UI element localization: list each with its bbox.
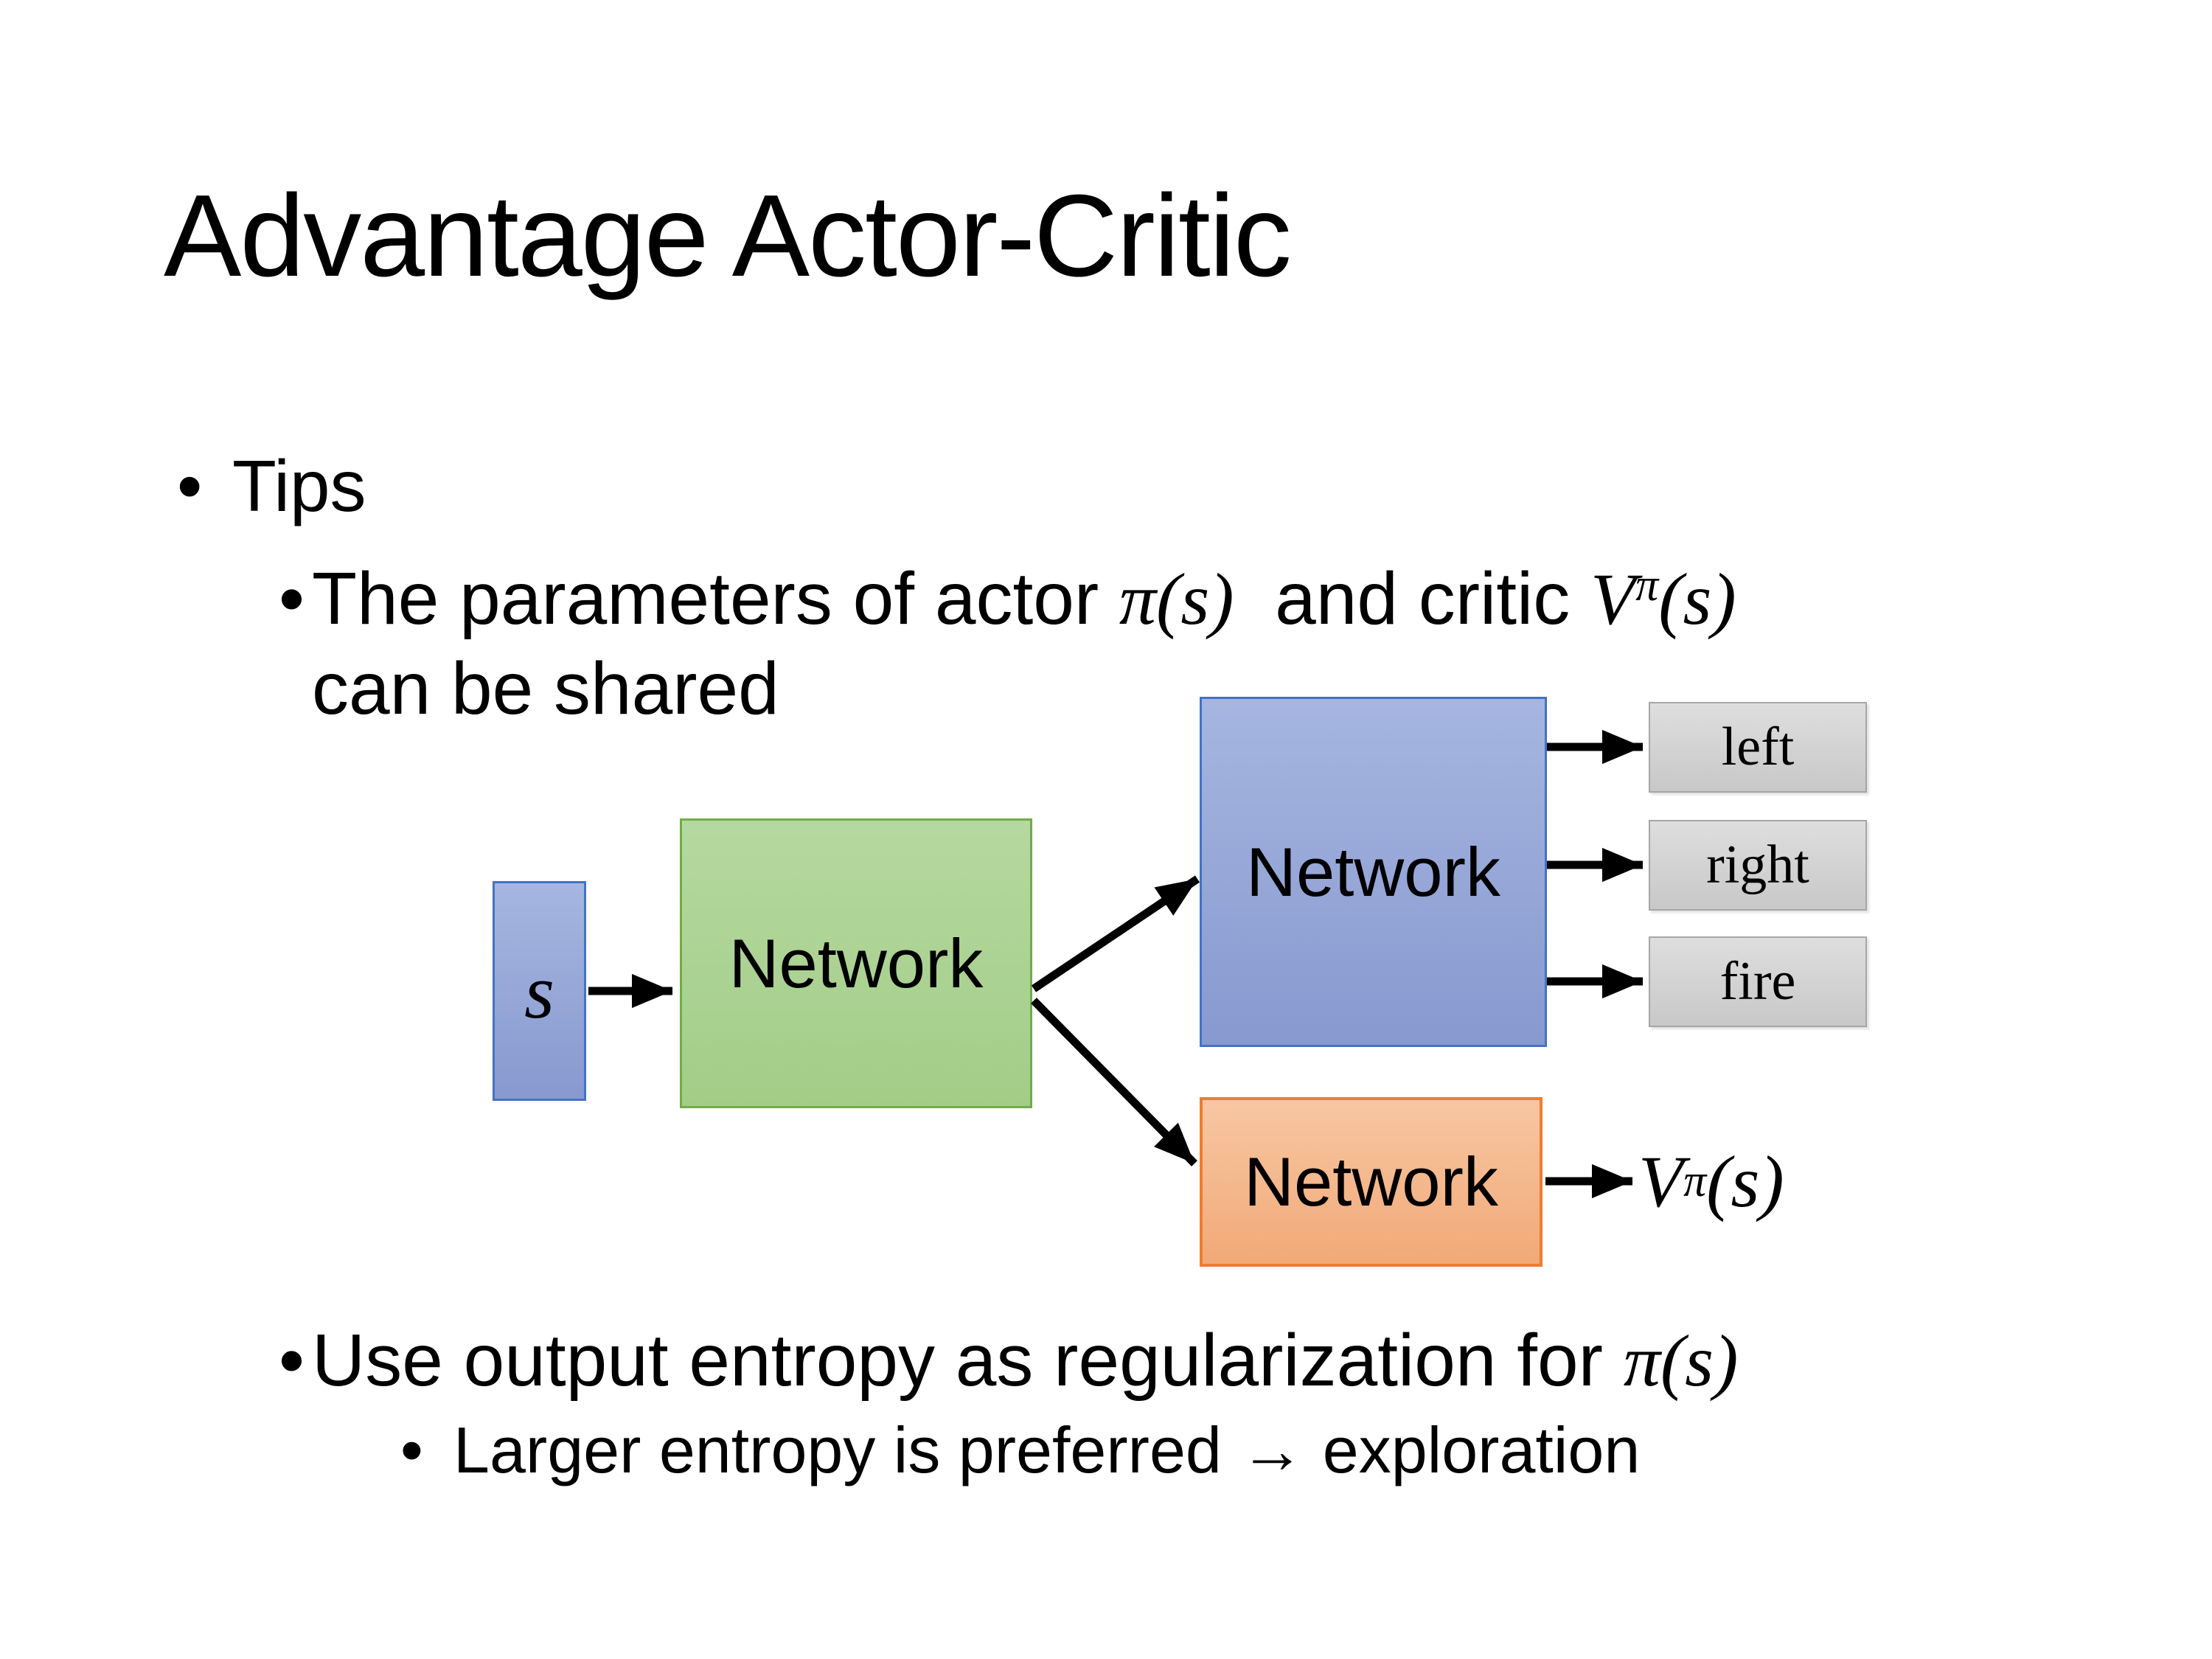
- larger-entropy-text: Larger entropy is preferred → exploratio…: [453, 1413, 1641, 1486]
- critic-network-label: Network: [1244, 1143, 1498, 1220]
- bullet-icon: •: [177, 445, 203, 526]
- arrow-shared-to-critic: [1031, 998, 1197, 1166]
- arrow-shared-to-actor: [1031, 875, 1200, 992]
- bullet-icon: •: [279, 557, 305, 640]
- bullet-icon: •: [279, 1319, 305, 1402]
- action-box-fire: fire: [1649, 936, 1867, 1027]
- shared-network-box: Network: [680, 818, 1032, 1108]
- tips-label: Tips: [232, 445, 366, 526]
- bullet-larger-entropy: • Larger entropy is preferred → explorati…: [400, 1416, 1640, 1484]
- shared-parameters-text: The parameters of actor π(s) and critic …: [312, 557, 1736, 640]
- entropy-regularization-text: Use output entropy as regularization for…: [312, 1319, 1739, 1402]
- action-fire-label: fire: [1719, 951, 1796, 1012]
- bullet-icon: •: [400, 1413, 423, 1486]
- action-box-right: right: [1649, 820, 1867, 911]
- bullet-shared-parameters: •The parameters of actor π(s) and critic…: [279, 557, 1736, 640]
- bullet-entropy-regularization: •Use output entropy as regularization fo…: [279, 1319, 1739, 1402]
- shared-network-label: Network: [728, 924, 984, 1002]
- action-box-left: left: [1649, 702, 1867, 793]
- actor-network-box: Network: [1200, 697, 1547, 1047]
- actor-network-label: Network: [1246, 832, 1500, 911]
- action-right-label: right: [1706, 835, 1809, 895]
- action-left-label: left: [1721, 717, 1795, 777]
- bullet-shared-parameters-cont: can be shared: [312, 650, 779, 728]
- critic-network-box: Network: [1200, 1097, 1543, 1267]
- state-label: s: [524, 947, 554, 1034]
- page-title: Advantage Actor-Critic: [164, 171, 1292, 301]
- bullet-tips: • Tips: [177, 448, 366, 524]
- shared-parameters-cont-text: can be shared: [312, 647, 779, 730]
- state-box: s: [493, 881, 586, 1101]
